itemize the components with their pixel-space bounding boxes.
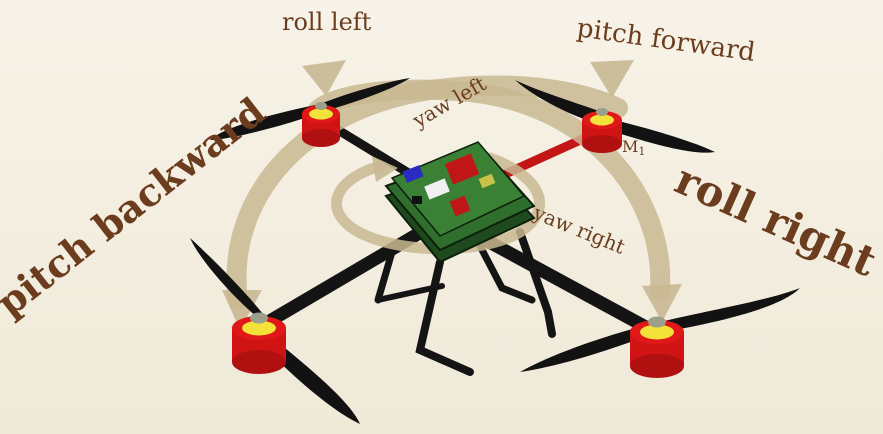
motor-rear-right	[630, 317, 684, 379]
motor-rear-left	[232, 313, 286, 375]
label-motor-m1-subscript: 1	[638, 145, 645, 158]
motor-front-left	[302, 102, 340, 147]
motor-front-right	[582, 108, 622, 153]
label-motor-m1-letter: M	[622, 137, 638, 156]
label-roll-left: roll left	[282, 8, 372, 36]
